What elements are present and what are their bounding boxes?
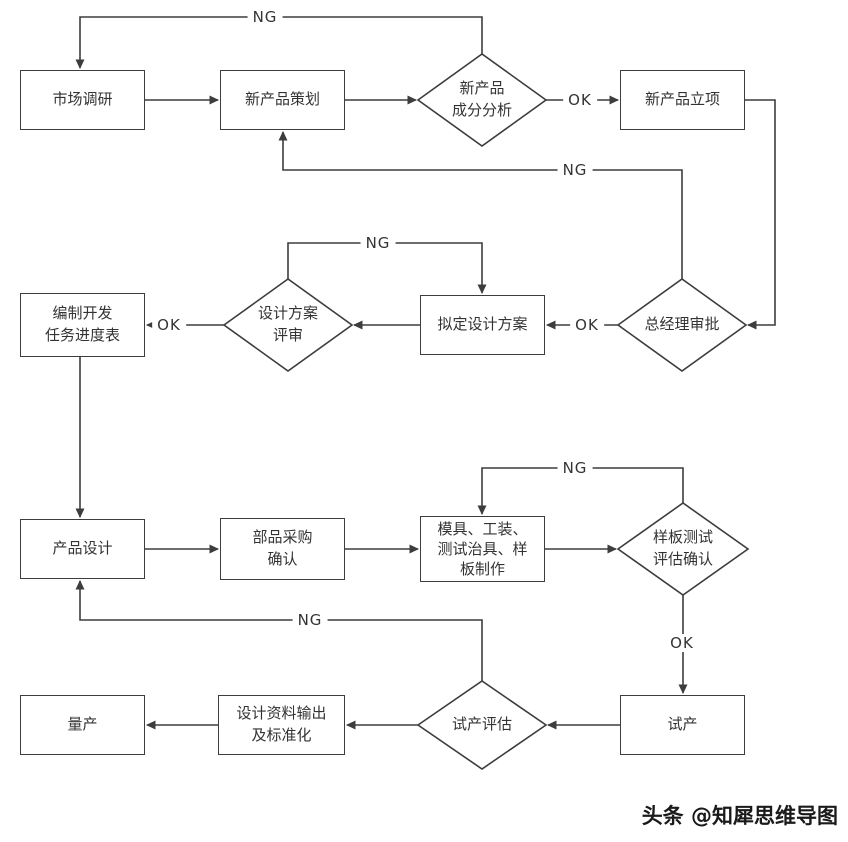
node-analysis-diamond [416, 53, 548, 147]
node-design-review-diamond [222, 278, 354, 372]
node-sample-test-diamond [616, 502, 750, 596]
node-label: 拟定设计方案 [437, 315, 528, 334]
node-market-research: 市场调研 [20, 70, 145, 130]
node-label: 产品设计 [52, 539, 113, 558]
node-tooling: 模具、工装、 测试治具、样 板制作 [420, 516, 545, 582]
edge-ng-trialeval-to-productdesign [75, 580, 483, 681]
edge-label-ng: NG [292, 611, 328, 629]
edge-ng-gm-to-planning [278, 131, 683, 279]
node-label: 新产品立项 [644, 90, 720, 109]
edge-label-ok: OK [570, 316, 604, 334]
node-label: 市场调研 [52, 90, 113, 109]
node-design-output: 设计资料输出 及标准化 [218, 695, 345, 755]
node-planning: 新产品策划 [220, 70, 345, 130]
edge-label-ng: NG [557, 161, 593, 179]
node-gm-approval-diamond [616, 278, 748, 372]
node-label: 设计资料输出 及标准化 [236, 704, 327, 744]
node-schedule: 编制开发 任务进度表 [20, 293, 145, 357]
node-label: 量产 [67, 715, 98, 734]
edge-label-ok: OK [665, 634, 699, 652]
edge-label-ng: NG [360, 234, 396, 252]
node-label: 部品采购 确认 [252, 528, 313, 568]
node-label: 新产品策划 [244, 90, 320, 109]
watermark-text: 头条 @知犀思维导图 [641, 804, 838, 828]
node-approval: 新产品立项 [620, 70, 745, 130]
edge-label-ok: OK [152, 316, 186, 334]
edge-approval-to-gm [745, 99, 776, 330]
node-trial-eval-diamond [416, 680, 548, 770]
node-trial: 试产 [620, 695, 745, 755]
edge-label-ng: NG [247, 8, 283, 26]
node-label: 模具、工装、 测试治具、样 板制作 [437, 519, 528, 579]
node-mass-production: 量产 [20, 695, 145, 755]
node-label: 编制开发 任务进度表 [44, 304, 120, 344]
node-parts-purchase: 部品采购 确认 [220, 518, 345, 580]
node-draft-design: 拟定设计方案 [420, 295, 545, 355]
node-product-design: 产品设计 [20, 519, 145, 579]
edge-label-ng: NG [557, 459, 593, 477]
edge-label-ok: OK [563, 91, 597, 109]
node-label: 试产 [667, 715, 698, 734]
